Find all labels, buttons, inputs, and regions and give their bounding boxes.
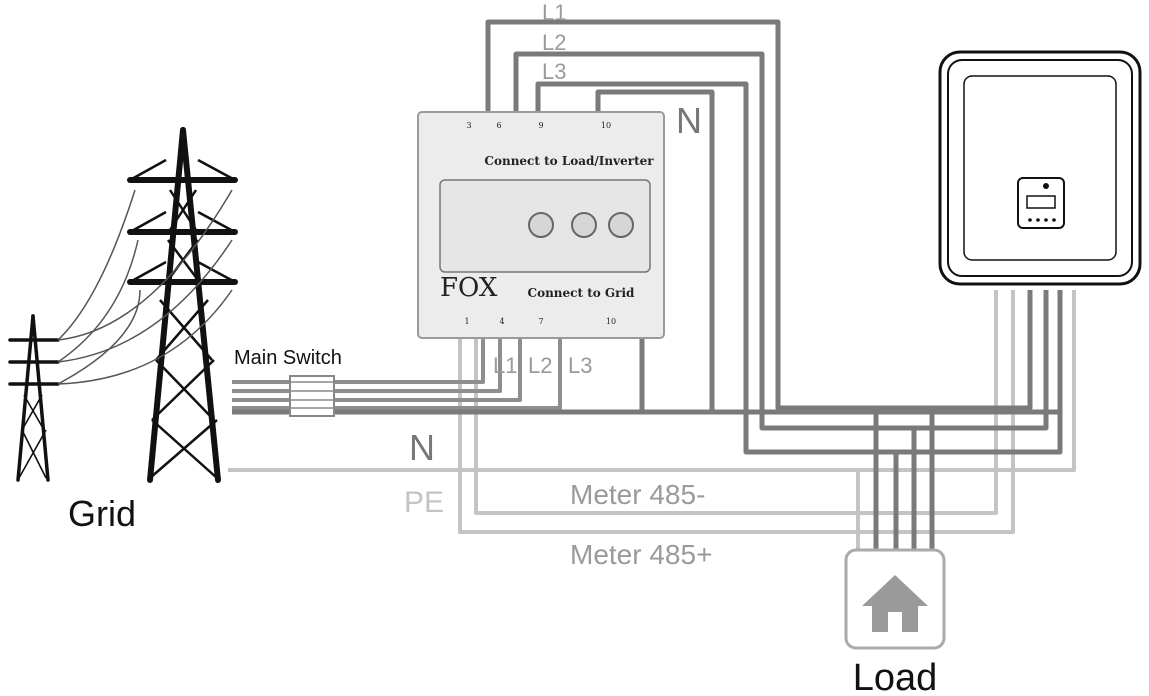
home-icon bbox=[844, 548, 946, 650]
wires bbox=[228, 19, 1076, 550]
mid-l2-label: L2 bbox=[528, 353, 552, 378]
meter-485-minus-wire bbox=[474, 290, 998, 515]
pe-wire bbox=[228, 290, 1076, 472]
meter-brand: FOX bbox=[440, 273, 498, 303]
meter-button-3 bbox=[608, 212, 634, 238]
meter-button-1 bbox=[528, 212, 554, 238]
mid-l3-label: L3 bbox=[568, 353, 592, 378]
meter-top-caption: Connect to Load/Inverter bbox=[484, 154, 654, 168]
mid-l1-label: L1 bbox=[493, 353, 517, 378]
top-l2-wire bbox=[513, 51, 1049, 431]
grid-line-4 bbox=[232, 338, 562, 410]
meter-button-2 bbox=[571, 212, 597, 238]
meter-terminal-bottom-4: 10 bbox=[606, 317, 616, 326]
inverter-display bbox=[1017, 177, 1065, 229]
grid-label: Grid bbox=[68, 493, 136, 534]
meter-terminal-bottom-1: 1 bbox=[464, 317, 469, 326]
meter-terminal-top-3: 9 bbox=[538, 121, 543, 130]
meter-terminal-top-4: 10 bbox=[601, 121, 611, 130]
top-n-label: N bbox=[676, 100, 702, 141]
meter-terminal-top-2: 6 bbox=[496, 121, 501, 130]
meter-bottom-caption: Connect to Grid bbox=[528, 286, 636, 300]
grid-line-3 bbox=[232, 338, 522, 402]
main-switch-label: Main Switch bbox=[234, 347, 342, 369]
meter-terminal-bottom-3: 7 bbox=[538, 317, 543, 326]
inverter-icon bbox=[938, 50, 1142, 286]
power-tower-icon bbox=[8, 127, 238, 483]
pe-label: PE bbox=[404, 486, 444, 519]
top-n-wire bbox=[595, 89, 715, 412]
meter-terminal-bottom-2: 4 bbox=[499, 317, 504, 326]
top-l1-wire bbox=[485, 19, 1033, 411]
top-l3-label: L3 bbox=[542, 59, 566, 84]
top-l3-wire bbox=[535, 81, 1063, 455]
meter-terminal-top-1: 3 bbox=[466, 121, 471, 130]
main-switch-icon bbox=[289, 375, 335, 417]
top-l2-label: L2 bbox=[542, 30, 566, 55]
grid-line-1 bbox=[232, 338, 485, 384]
meter-485-minus-label: Meter 485- bbox=[570, 479, 705, 510]
meter-485-plus-label: Meter 485+ bbox=[570, 539, 712, 570]
grid-line-2 bbox=[232, 338, 502, 393]
load-label: Load bbox=[853, 657, 938, 696]
top-l1-label: L1 bbox=[542, 0, 566, 25]
bottom-n-label: N bbox=[409, 427, 435, 468]
energy-meter: 3 6 9 10 Connect to Load/Inverter FOX Co… bbox=[417, 111, 665, 339]
